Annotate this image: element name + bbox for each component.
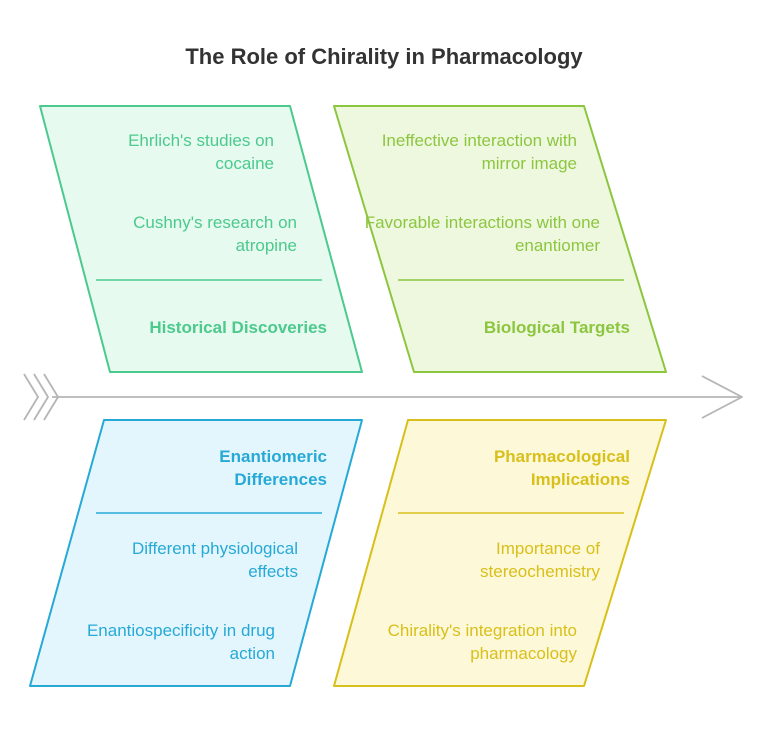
heading-biological-targets: Biological Targets [483, 318, 630, 337]
box-enantiomeric-differences [29, 419, 363, 687]
box-pharmacological-implications [333, 419, 667, 687]
spine-arrow [23, 373, 743, 421]
diagram-title: The Role of Chirality in Pharmacology [185, 44, 583, 69]
item-cushny: Cushny's research on atropine [133, 213, 297, 255]
item-different-effects: Different physiological effects [132, 539, 298, 581]
item-enantiospecificity: Enantiospecificity in drug action [86, 621, 275, 663]
item-chirality-integration: Chirality's integration into pharmacolog… [387, 621, 577, 663]
item-ineffective-interaction: Ineffective interaction with mirror imag… [381, 131, 577, 173]
box-biological-targets [333, 105, 667, 373]
item-stereochemistry: Importance of stereochemistry [480, 539, 600, 581]
heading-enantiomeric-differences: Enantiomeric Differences [219, 447, 327, 489]
item-ehrlich: Ehrlich's studies on cocaine [128, 131, 274, 173]
item-favorable-interactions: Favorable interactions with one enantiom… [364, 213, 600, 255]
box-historical-discoveries [39, 105, 363, 373]
heading-pharmacological-implications: Pharmacological Implications [493, 447, 630, 489]
heading-historical-discoveries: Historical Discoveries [149, 318, 327, 337]
